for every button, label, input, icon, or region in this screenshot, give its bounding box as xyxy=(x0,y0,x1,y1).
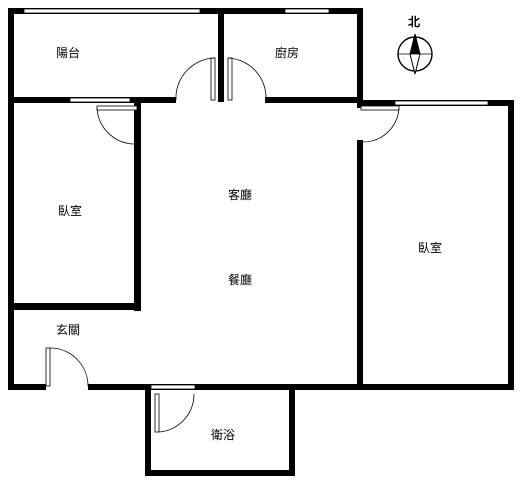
label-bathroom: 衛浴 xyxy=(211,428,235,442)
label-bedroom-right: 臥室 xyxy=(418,240,442,255)
wall-bedroom-left-bottom xyxy=(8,303,141,310)
label-kitchen: 廚房 xyxy=(275,45,299,60)
window-bedroom-right xyxy=(394,100,489,106)
wall-bathroom-right xyxy=(289,388,295,476)
compass-north-label: 北 xyxy=(408,14,420,29)
label-bedroom-left: 臥室 xyxy=(58,203,82,218)
window-bathroom xyxy=(150,384,196,390)
door-bedroom-right xyxy=(360,105,400,143)
window-kitchen xyxy=(284,8,330,14)
wall-right xyxy=(508,100,514,390)
compass-rose-icon xyxy=(397,33,433,75)
wall-bathroom-bottom xyxy=(145,470,295,476)
label-balcony: 陽台 xyxy=(56,45,80,60)
door-bathroom xyxy=(154,393,195,433)
door-balcony xyxy=(175,57,216,101)
window-balcony xyxy=(23,8,201,14)
doors xyxy=(45,57,400,433)
wall-kitchen-right xyxy=(357,8,363,108)
wall-bottom-mid xyxy=(88,384,514,390)
wall-left-upper xyxy=(8,8,14,310)
label-living-room: 客廳 xyxy=(228,187,252,202)
door-entrance xyxy=(45,347,89,387)
wall-bathroom-left xyxy=(145,388,151,476)
door-bedroom-left xyxy=(96,105,138,145)
wall-bedroom-right-left xyxy=(357,140,363,390)
label-entrance: 玄關 xyxy=(56,322,80,337)
wall-bedroom-left-right xyxy=(134,97,141,311)
wall-kitchen-bottom xyxy=(265,97,362,103)
wall-left-lower xyxy=(8,310,14,390)
label-dining-room: 餐廳 xyxy=(228,272,252,287)
room-labels: 陽台 廚房 臥室 客廳 餐廳 臥室 玄關 衛浴 xyxy=(56,45,442,442)
wall-balcony-kitchen xyxy=(218,8,224,102)
wall-bottom-left xyxy=(8,384,46,390)
compass: 北 xyxy=(397,14,433,75)
window-bedroom-left xyxy=(69,97,131,103)
windows xyxy=(23,8,489,390)
door-kitchen xyxy=(227,57,267,101)
